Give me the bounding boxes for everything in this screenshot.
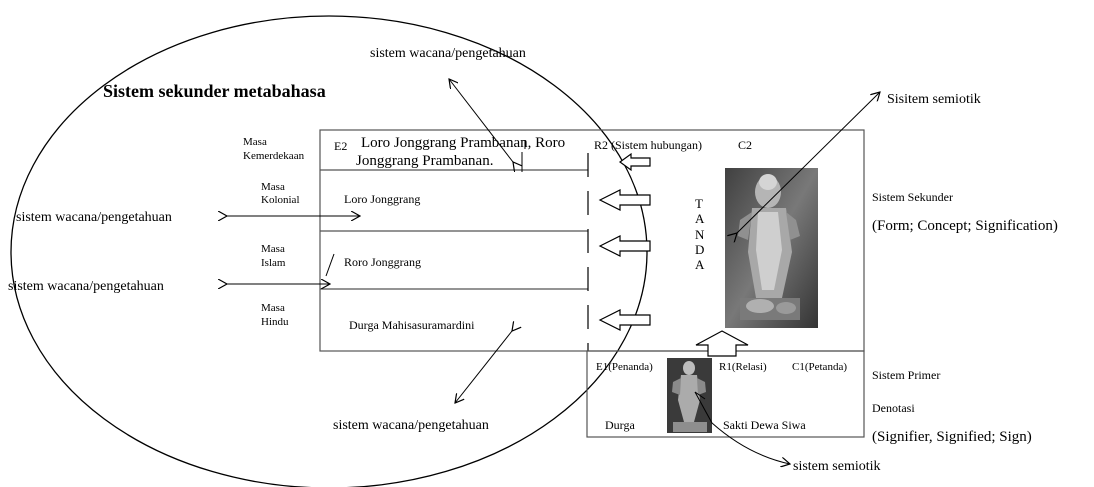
durga-statue-small-photo-icon bbox=[667, 358, 712, 433]
c2-label: C2 bbox=[738, 138, 752, 152]
semiotic-arrow-icon bbox=[737, 92, 880, 233]
durga-label: Durga bbox=[605, 418, 635, 432]
discourse-label-bottom: sistem wacana/pengetahuan bbox=[333, 418, 489, 433]
up-arrow-icon bbox=[695, 330, 749, 357]
form-concept-label: (Form; Concept; Signification) bbox=[872, 218, 1058, 234]
discourse-label-left-1: sistem wacana/pengetahuan bbox=[16, 210, 172, 225]
durga-statue-photo-icon bbox=[725, 168, 818, 328]
tanda-letter: A bbox=[695, 211, 705, 226]
metalanguage-title: Sistem sekunder metabahasa bbox=[103, 81, 326, 101]
era-islam-label: Islam bbox=[261, 257, 286, 269]
denotasi-label: Denotasi bbox=[872, 401, 915, 415]
name-hindu: Durga Mahisasuramardini bbox=[349, 318, 475, 332]
era-kolonial-label: Masa bbox=[261, 181, 285, 193]
r2-label: R2 (Sistem hubungan) bbox=[594, 138, 702, 152]
name-kemerdekaan: Jonggrang Prambanan. bbox=[356, 153, 493, 169]
tick-mark bbox=[694, 391, 706, 400]
left-arrow-icon bbox=[598, 309, 651, 331]
c1-label: C1(Petanda) bbox=[792, 361, 847, 373]
era-hindu-label: Masa bbox=[261, 302, 285, 314]
era-kemerdekaan-label: Masa bbox=[243, 136, 267, 148]
semiotic-arrow-icon bbox=[694, 391, 790, 464]
e2-label: E2 bbox=[334, 139, 347, 153]
semiotic-top-label: Sisitem semiotik bbox=[887, 92, 981, 107]
left-arrow-icon bbox=[598, 189, 651, 211]
metalanguage-ellipse bbox=[10, 15, 648, 487]
era-kemerdekaan-label: Kemerdekaan bbox=[243, 150, 305, 162]
left-arrow-icon bbox=[598, 235, 651, 257]
semiotic-bottom-label: sistem semiotik bbox=[793, 459, 881, 474]
left-arrow-icon bbox=[618, 152, 651, 172]
tanda-letter: N bbox=[695, 227, 705, 242]
double-arrow-icon bbox=[449, 79, 513, 162]
discourse-label-left-2: sistem wacana/pengetahuan bbox=[8, 279, 164, 294]
era-hindu-label: Hindu bbox=[261, 316, 289, 328]
name-kolonial: Loro Jonggrang bbox=[344, 192, 420, 206]
sakti-label: Sakti Dewa Siwa bbox=[723, 418, 806, 432]
sistem-sekunder-label: Sistem Sekunder bbox=[872, 190, 953, 204]
tick-mark bbox=[325, 253, 335, 277]
tanda-letter: T bbox=[695, 196, 703, 211]
name-kemerdekaan: Loro Jonggrang Prambanan, Roro bbox=[361, 135, 565, 151]
tanda-letter: D bbox=[695, 242, 704, 257]
sistem-primer-label: Sistem Primer bbox=[872, 368, 940, 382]
name-islam: Roro Jonggrang bbox=[344, 255, 421, 269]
era-islam-label: Masa bbox=[261, 243, 285, 255]
era-kolonial-label: Kolonial bbox=[261, 194, 300, 206]
discourse-label-top: sistem wacana/pengetahuan bbox=[370, 46, 526, 61]
e1-label: E1(Penanda) bbox=[596, 361, 653, 373]
double-arrow-icon bbox=[455, 331, 512, 403]
tanda-letter: A bbox=[695, 257, 705, 272]
r1-label: R1(Relasi) bbox=[719, 361, 767, 373]
signifier-label: (Signifier, Signified; Sign) bbox=[872, 429, 1032, 445]
